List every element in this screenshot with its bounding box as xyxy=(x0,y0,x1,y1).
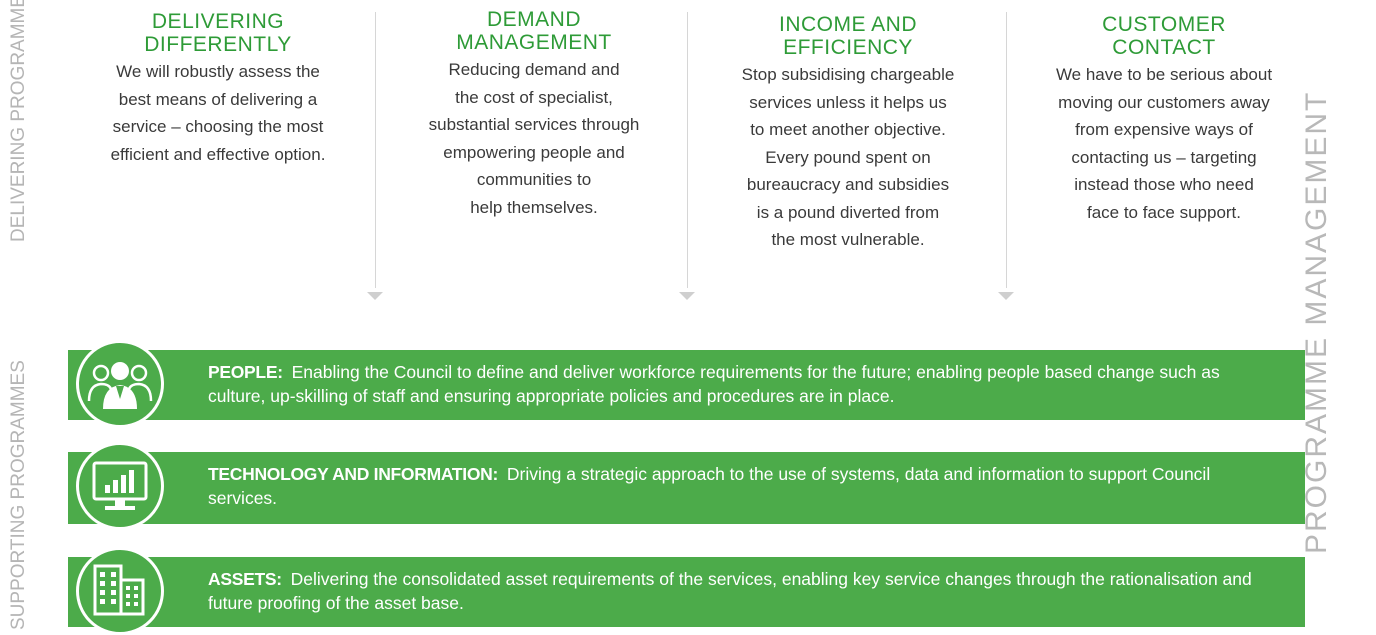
band-people: PEOPLE: Enabling the Council to define a… xyxy=(68,340,1305,428)
column-body-line: instead those who need xyxy=(1074,175,1254,194)
column-body-line: empowering people and xyxy=(443,142,625,162)
column-body-line: services unless it helps us xyxy=(749,92,947,112)
column-body-line: to meet another objective. xyxy=(750,120,946,139)
column-body-line: the cost of specialist, xyxy=(455,87,613,107)
down-arrow-icon xyxy=(679,292,695,300)
column-body-line: communities to xyxy=(476,170,592,189)
column-body-line: best means of delivering a xyxy=(118,89,318,109)
column-body-line: We will robustly assess the xyxy=(116,62,320,81)
column-body-line: service – choosing the most xyxy=(112,117,324,136)
band-assets: ASSETS: Delivering the consolidated asse… xyxy=(68,547,1305,635)
buildings-icon xyxy=(76,547,164,635)
column-body-line: Reducing demand and xyxy=(448,60,620,79)
column-divider xyxy=(375,12,376,288)
band-description: Driving a strategic approach to the use … xyxy=(208,464,1211,508)
band-key: ASSETS: xyxy=(208,569,282,589)
column-body-line: moving our customers away xyxy=(1058,92,1270,112)
column-body-line: help themselves. xyxy=(470,197,598,217)
column-body: Stop subsidising chargeable services unl… xyxy=(728,61,968,254)
column-body-line: We have to be serious about xyxy=(1055,65,1273,84)
column-title: CUSTOMER CONTACT xyxy=(1044,13,1284,59)
column-title-line: EFFICIENCY xyxy=(783,36,913,59)
column-income-and-efficiency: INCOME AND EFFICIENCY Stop subsidising c… xyxy=(728,8,968,254)
column-customer-contact: CUSTOMER CONTACT We have to be serious a… xyxy=(1044,8,1284,226)
column-demand-management: DEMAND MANAGEMENT Reducing demand and th… xyxy=(414,8,654,221)
column-body-line: is a pound diverted from xyxy=(756,202,940,222)
column-title-line: MANAGEMENT xyxy=(456,31,612,54)
monitor-chart-icon xyxy=(76,442,164,530)
column-divider xyxy=(687,12,688,288)
column-title-line: CONTACT xyxy=(1112,36,1216,59)
delivering-programmes-label: DELIVERING PROGRAMMES xyxy=(8,0,29,242)
column-title: DEMAND MANAGEMENT xyxy=(414,8,654,54)
column-body: Reducing demand and the cost of speciali… xyxy=(414,56,654,221)
column-body-line: Every pound spent on xyxy=(765,147,931,167)
down-arrow-icon xyxy=(998,292,1014,300)
column-body-line: the most vulnerable. xyxy=(771,230,925,249)
column-title-line: INCOME AND xyxy=(778,13,917,36)
column-title: DELIVERING DIFFERENTLY xyxy=(98,10,338,56)
band-technology-and-information: TECHNOLOGY AND INFORMATION: Driving a st… xyxy=(68,442,1305,530)
column-title: INCOME AND EFFICIENCY xyxy=(728,13,968,59)
band-key: PEOPLE: xyxy=(208,362,283,382)
column-delivering-differently: DELIVERING DIFFERENTLY We will robustly … xyxy=(98,8,338,168)
column-body-line: Stop subsidising chargeable xyxy=(741,65,955,84)
column-body-line: contacting us – targeting xyxy=(1071,147,1257,167)
band-text: PEOPLE: Enabling the Council to define a… xyxy=(208,360,1281,408)
column-body-line: bureaucracy and subsidies xyxy=(746,175,950,194)
band-description: Delivering the consolidated asset requir… xyxy=(208,569,1252,613)
people-icon xyxy=(76,340,164,428)
supporting-programmes-label: SUPPORTING PROGRAMMES xyxy=(8,360,29,630)
column-title-line: DIFFERENTLY xyxy=(144,33,292,56)
column-body-line: efficient and effective option. xyxy=(110,144,326,164)
band-text: ASSETS: Delivering the consolidated asse… xyxy=(208,567,1281,615)
column-body-line: from expensive ways of xyxy=(1075,120,1253,139)
band-description: Enabling the Council to define and deliv… xyxy=(208,362,1220,406)
down-arrow-icon xyxy=(367,292,383,300)
column-title-line: CUSTOMER xyxy=(1102,13,1226,36)
column-title-line: DEMAND xyxy=(486,8,581,31)
band-text: TECHNOLOGY AND INFORMATION: Driving a st… xyxy=(208,462,1281,510)
column-body-line: substantial services through xyxy=(428,115,640,134)
column-body: We have to be serious about moving our c… xyxy=(1044,61,1284,226)
column-body-line: face to face support. xyxy=(1086,202,1242,222)
programme-management-label: PROGRAMME MANAGEMENT xyxy=(1300,90,1333,554)
band-key: TECHNOLOGY AND INFORMATION: xyxy=(208,464,499,484)
column-divider xyxy=(1006,12,1007,288)
column-title-line: DELIVERING xyxy=(151,10,285,33)
column-body: We will robustly assess the best means o… xyxy=(98,58,338,168)
